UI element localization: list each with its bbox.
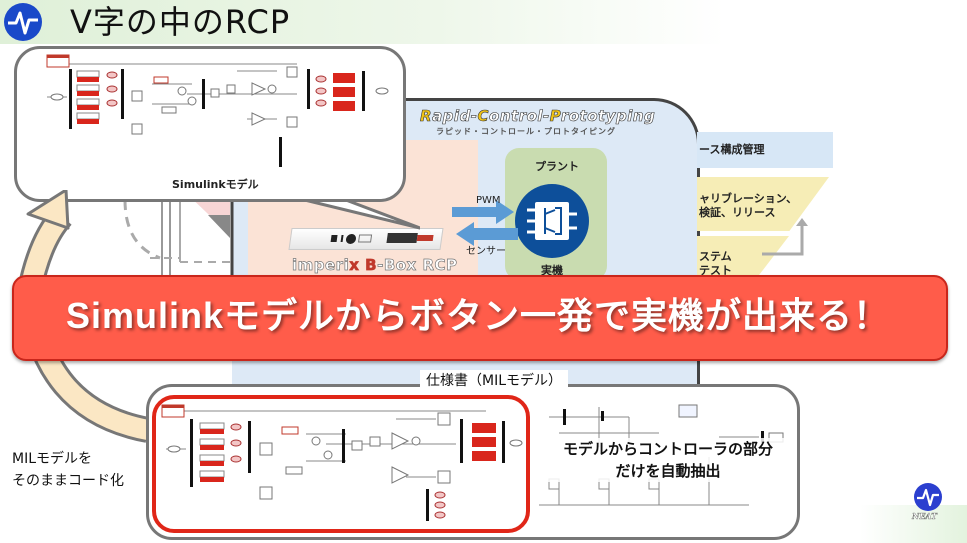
simulink-model-bubble: [14, 46, 406, 202]
title-word: ontrol-: [489, 107, 550, 126]
simulink-model-caption: Simulinkモデル: [172, 178, 259, 191]
simulink-diagram: [46, 54, 389, 167]
title-cap-p: P: [549, 107, 561, 126]
page-title: V字の中のRCP: [70, 3, 291, 41]
device-name-part: B: [365, 256, 378, 275]
neat-brand: NEAT: [912, 511, 938, 521]
signal-arrows: [452, 200, 518, 246]
headline-text: Simulinkモデルからボタン一発で実機が出来る！: [65, 295, 891, 336]
header-band: [0, 0, 967, 44]
extract-line: だけを自動抽出: [615, 462, 721, 480]
sensor-label: センサー: [466, 246, 506, 257]
neat-waveform-icon: [914, 483, 942, 511]
headline-banner: [12, 275, 948, 361]
title-cap-r: R: [420, 107, 433, 126]
feedback-arrow-icon: [762, 218, 808, 256]
note-line: そのままコード化: [12, 473, 124, 489]
real-machine-label: 実機: [541, 264, 563, 277]
device-name-part: x: [349, 256, 360, 275]
device-name-part: imperi: [292, 256, 350, 275]
bbox-device-image: [288, 228, 444, 250]
band-label: ース構成管理: [699, 143, 765, 156]
spec-label: 仕様書（MILモデル）: [420, 370, 569, 390]
mil-simulink-diagram: [161, 404, 523, 521]
neat-waveform-icon: [4, 3, 42, 41]
device-name: imperix B-Box RCP: [292, 256, 458, 275]
band-label: ステム テスト: [699, 250, 732, 277]
plant-label: プラント: [535, 160, 579, 173]
rcp-title: Rapid-Control-Prototyping: [420, 107, 656, 126]
dashed-arc: [123, 199, 161, 260]
v-shape-gray: [208, 215, 230, 238]
auto-extract-note: モデルからコントローラの部分 だけを自動抽出: [548, 438, 788, 482]
pwm-label: PWM: [476, 195, 501, 206]
device-name-part: -Box RCP: [377, 256, 458, 275]
pwm-arrow-icon: [452, 200, 514, 224]
sensor-arrow-icon: [456, 222, 518, 246]
controller-highlight-box: [152, 395, 530, 533]
rcp-subtitle: ラピッド・コントロール・プロトタイピング: [436, 127, 616, 136]
band-label: ャリブレーション、 検証、リリース: [699, 192, 798, 219]
extract-line: モデルからコントローラの部分: [562, 440, 773, 458]
v-model-band: [697, 132, 833, 168]
title-word: rototyping: [560, 107, 656, 126]
title-cap-c: C: [477, 107, 490, 126]
title-word: apid-: [432, 107, 478, 126]
inverter-module-icon: [515, 184, 589, 258]
note-line: MILモデルを: [12, 451, 93, 467]
mil-code-note: MILモデルを そのままコード化: [12, 448, 124, 492]
footer-band: [860, 505, 967, 543]
